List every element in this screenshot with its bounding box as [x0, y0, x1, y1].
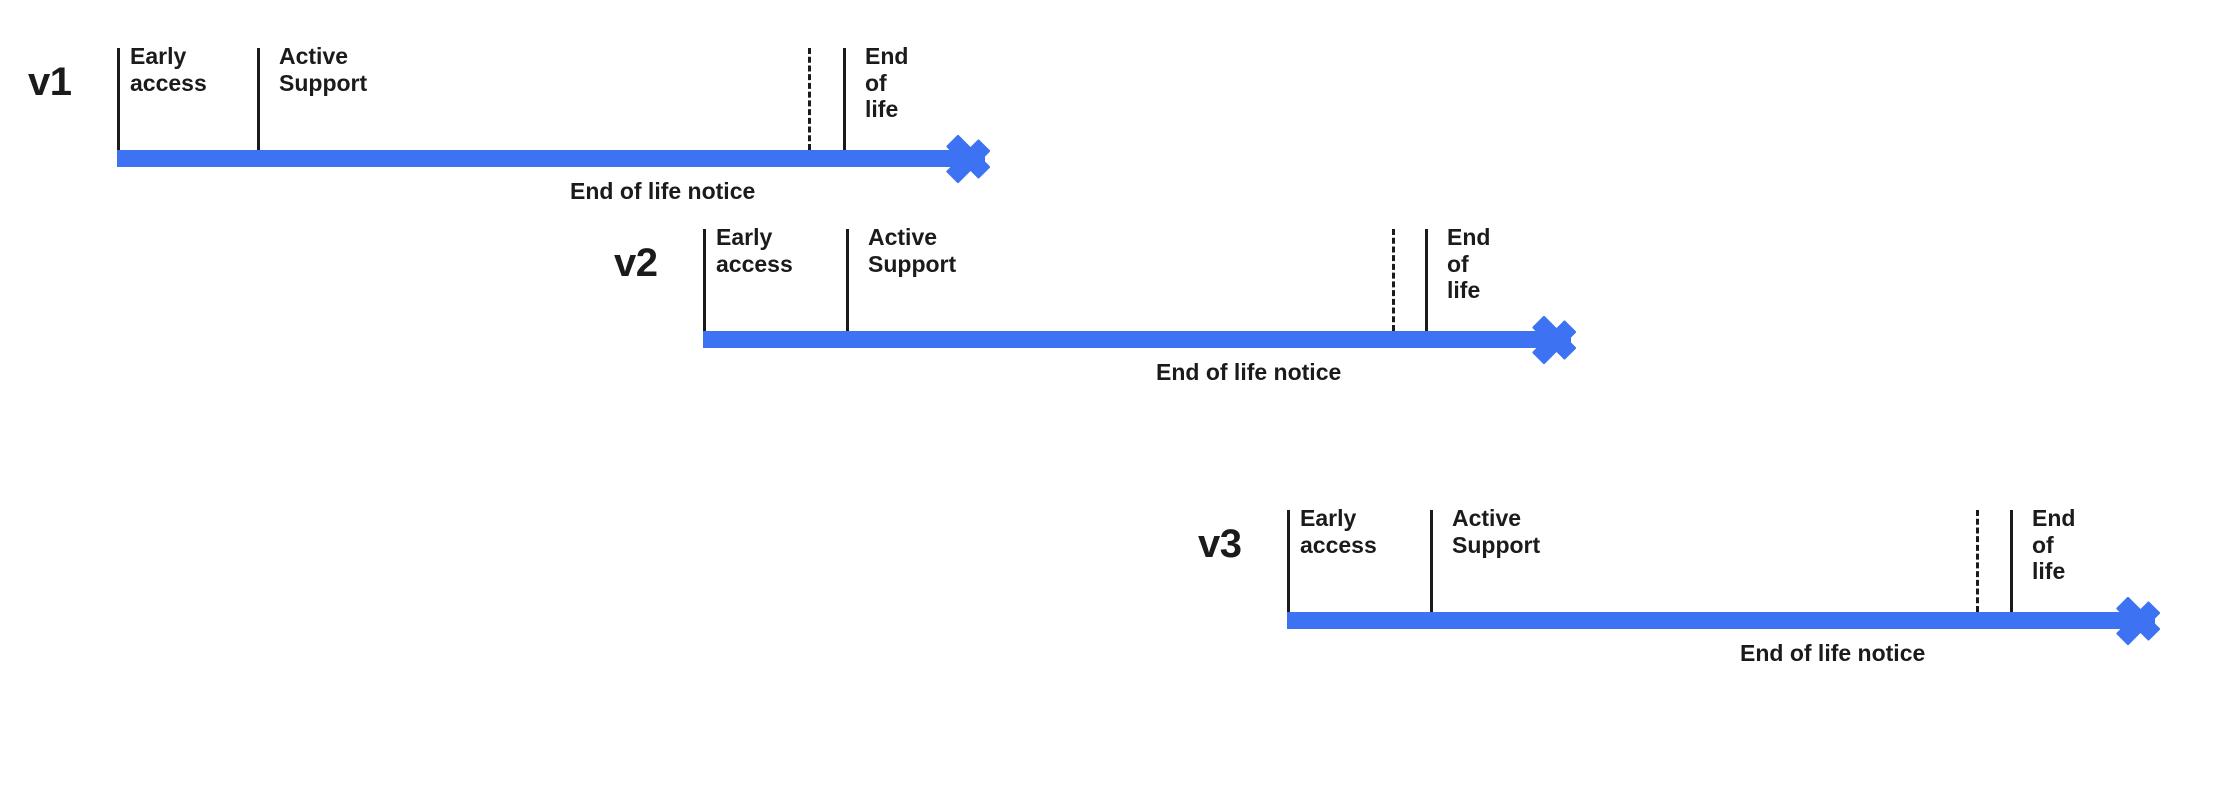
phase-divider-active-support-start-v2: [846, 229, 849, 331]
phase-divider-early-access-start-v1: [117, 48, 120, 150]
phase-divider-end-of-life-start-v3: [2010, 510, 2013, 612]
label-end-of-life-notice-v1: End of life notice: [570, 178, 756, 204]
lifecycle-bar-shaft-v3: [1287, 612, 2155, 629]
lifecycle-bar-shaft-v2: [703, 331, 1571, 348]
label-end-of-life-notice-v2: End of life notice: [1156, 359, 1342, 385]
phase-label-early-access-v3: Early access: [1300, 505, 1377, 558]
phase-label-early-access-v1: Early access: [130, 43, 207, 96]
version-label-v3: v3: [1198, 522, 1242, 566]
phase-label-active-support-v1: Active Support: [279, 43, 368, 96]
notice-divider-v3: [1976, 510, 1979, 612]
lifecycle-bar-arrowhead-v2: [1531, 309, 1601, 371]
phase-divider-early-access-start-v3: [1287, 510, 1290, 612]
version-label-v1: v1: [28, 60, 72, 104]
label-end-of-life-notice-v3: End of life notice: [1740, 640, 1926, 666]
phase-label-active-support-v3: Active Support: [1452, 505, 1541, 558]
phase-label-active-support-v2: Active Support: [868, 224, 957, 277]
version-label-v2: v2: [614, 241, 658, 285]
phase-divider-active-support-start-v3: [1430, 510, 1433, 612]
phase-label-end-of-life-v2: End of life: [1447, 224, 1491, 304]
phase-label-end-of-life-v3: End of life: [2032, 505, 2076, 585]
lifecycle-bar-shaft-v1: [117, 150, 985, 167]
lifecycle-bar-arrowhead-v3: [2115, 590, 2185, 652]
phase-label-end-of-life-v1: End of life: [865, 43, 909, 123]
notice-divider-v1: [808, 48, 811, 150]
phase-divider-end-of-life-start-v2: [1425, 229, 1428, 331]
phase-label-early-access-v2: Early access: [716, 224, 793, 277]
notice-divider-v2: [1392, 229, 1395, 331]
lifecycle-bar-arrowhead-v1: [945, 128, 1015, 190]
phase-divider-end-of-life-start-v1: [843, 48, 846, 150]
phase-divider-active-support-start-v1: [257, 48, 260, 150]
phase-divider-early-access-start-v2: [703, 229, 706, 331]
